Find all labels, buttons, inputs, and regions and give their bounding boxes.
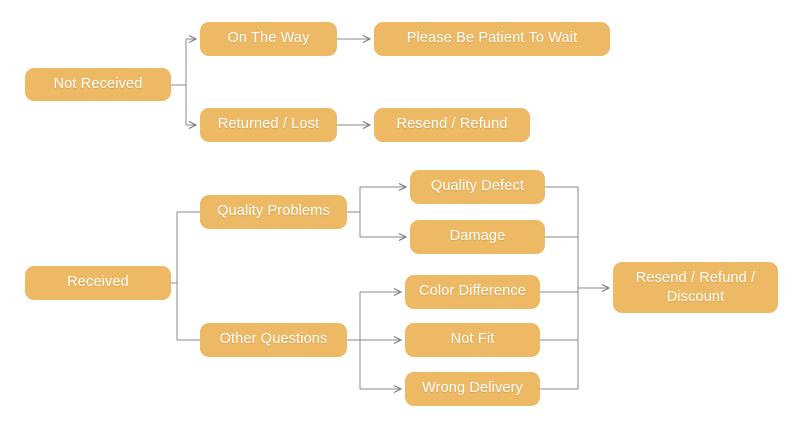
node-resend-refund[interactable]: Resend / Refund	[374, 108, 530, 142]
node-quality-defect[interactable]: Quality Defect	[410, 170, 545, 204]
node-please-be-patient-to-wait[interactable]: Please Be Patient To Wait	[374, 22, 610, 56]
node-color-difference[interactable]: Color Difference	[405, 275, 540, 309]
node-resend-refund-discount[interactable]: Resend / Refund / Discount	[613, 262, 778, 313]
node-damage[interactable]: Damage	[410, 220, 545, 254]
node-returned-lost[interactable]: Returned / Lost	[200, 108, 337, 142]
node-not-fit[interactable]: Not Fit	[405, 323, 540, 357]
node-not-received[interactable]: Not Received	[25, 68, 171, 101]
node-other-questions[interactable]: Other Questions	[200, 323, 347, 357]
node-received[interactable]: Received	[25, 266, 171, 300]
node-wrong-delivery[interactable]: Wrong Delivery	[405, 372, 540, 406]
node-on-the-way[interactable]: On The Way	[200, 22, 337, 56]
node-quality-problems[interactable]: Quality Problems	[200, 195, 347, 229]
